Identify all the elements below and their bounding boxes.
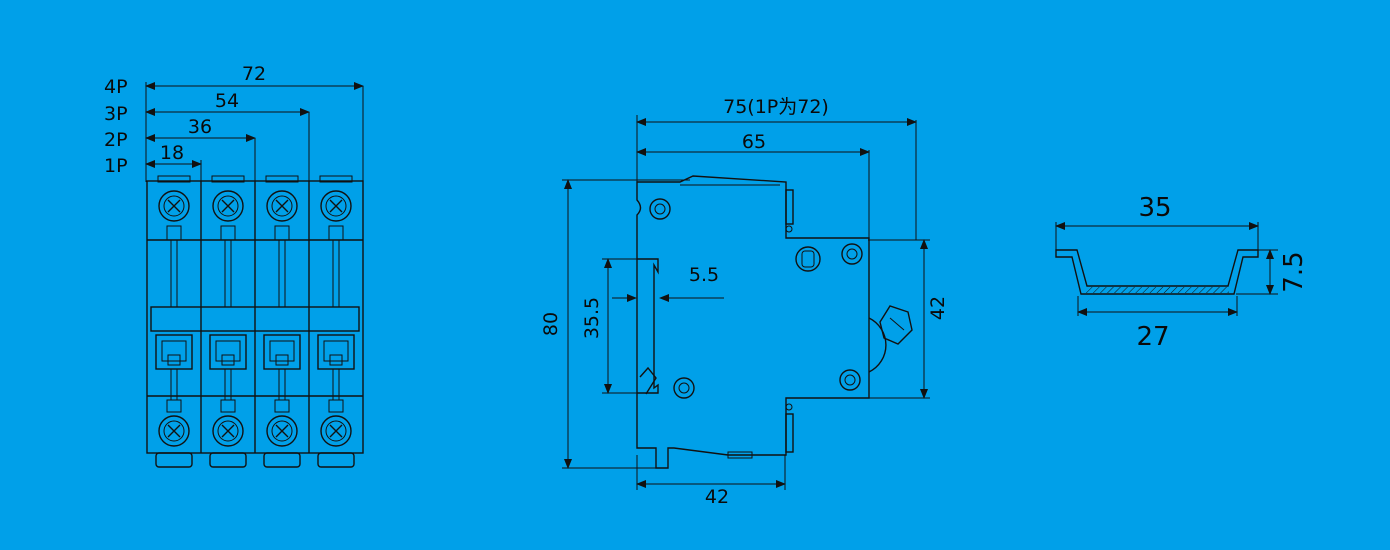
dim-value-5-5: 5.5 [689, 264, 719, 286]
rail-hatch [1086, 287, 1229, 293]
top-terminal-screw-inner [217, 195, 239, 217]
toggle-arc [868, 317, 887, 373]
bottom-terminal-cap [317, 452, 355, 468]
lever-window [155, 334, 193, 370]
dim-value-65: 65 [742, 131, 766, 153]
screw-hole-lower-right-inner [844, 374, 856, 386]
dim-value-18: 18 [160, 142, 184, 164]
bottom-terminal-screw [320, 415, 352, 447]
dim-value-42-bottom: 42 [705, 486, 729, 508]
lever-window [209, 334, 247, 370]
dim-value-rail-7-5: 7.5 [1279, 251, 1309, 292]
pole-label-3p: 3P [104, 103, 128, 125]
lever-window-slot [329, 354, 343, 366]
indicator-slot [801, 250, 815, 268]
top-screw-cross [329, 199, 343, 213]
pole-label-4p: 4P [104, 76, 128, 98]
clip-latch [639, 366, 657, 395]
pole-label-2p: 2P [104, 129, 128, 151]
upper-shaft-block [220, 225, 236, 241]
dim-value-72: 72 [242, 63, 266, 85]
top-terminal-cap [265, 175, 299, 183]
top-terminal-screw [266, 190, 298, 222]
bottom-terminal-screw [158, 415, 190, 447]
top-terminal-cap [211, 175, 245, 183]
top-terminal-screw-inner [163, 195, 185, 217]
bottom-terminal-screw [212, 415, 244, 447]
dim-value-42-right: 42 [927, 296, 949, 320]
dim-value-80: 80 [540, 312, 562, 336]
top-screw-cross [275, 199, 289, 213]
upper-shaft-block [274, 225, 290, 241]
small-pin-bottom [785, 403, 793, 411]
top-terminal-screw [158, 190, 190, 222]
bottom-terminal-cap [155, 452, 193, 468]
dim-value-36: 36 [188, 116, 212, 138]
bottom-screw-cross [221, 424, 235, 438]
bottom-terminal-screw-inner [271, 420, 293, 442]
screw-hole-upper-right [841, 243, 863, 265]
lower-shaft-block [220, 399, 236, 413]
screw-hole-upper-right-inner [846, 248, 858, 260]
screw-hole-upper-left-inner [654, 203, 666, 215]
front-view: 4P 3P 2P 1P 72 54 36 18 [104, 63, 364, 468]
top-terminal-screw-inner [271, 195, 293, 217]
small-pin-top [785, 225, 793, 233]
side-body-outline [636, 175, 870, 469]
side-tab-top [785, 189, 794, 225]
lever-window-slot [167, 354, 181, 366]
bottom-terminal-screw-inner [163, 420, 185, 442]
bottom-foot [727, 451, 753, 459]
din-rail-view: 35 27 7.5 [1055, 193, 1309, 352]
din-clip [637, 258, 659, 394]
top-screw-cross [221, 199, 235, 213]
lever-window-slot [275, 354, 289, 366]
lever-window-inner [269, 340, 295, 362]
bottom-terminal-cap [209, 452, 247, 468]
dim-value-rail-27: 27 [1136, 322, 1169, 352]
bottom-terminal-screw-inner [325, 420, 347, 442]
toggle-lever [879, 305, 913, 345]
dim-value-rail-35: 35 [1138, 193, 1171, 223]
lever-window-inner [215, 340, 241, 362]
dim-value-35-5: 35.5 [581, 297, 603, 339]
side-view: 75(1P为72) 65 80 35.5 5.5 42 42 [540, 96, 949, 508]
screw-hole-lower-left-inner [678, 382, 690, 394]
bottom-screw-cross [329, 424, 343, 438]
upper-shaft-block [166, 225, 182, 241]
lower-shaft-block [274, 399, 290, 413]
dim-value-54: 54 [215, 90, 239, 112]
upper-shaft-block [328, 225, 344, 241]
indicator-window [795, 246, 821, 272]
top-terminal-cap [157, 175, 191, 183]
lever-window-inner [323, 340, 349, 362]
dim-value-75: 75(1P为72) [723, 96, 829, 118]
top-terminal-screw [320, 190, 352, 222]
lever-window-slot [221, 354, 235, 366]
pole-label-1p: 1P [104, 155, 128, 177]
screw-hole-lower-right [839, 369, 861, 391]
screw-hole-lower-left [673, 377, 695, 399]
bottom-terminal-screw-inner [217, 420, 239, 442]
poles-group [155, 175, 355, 468]
lower-shaft-block [328, 399, 344, 413]
bottom-terminal-screw [266, 415, 298, 447]
top-terminal-cap [319, 175, 353, 183]
bottom-screw-cross [275, 424, 289, 438]
side-tab-bottom [785, 413, 794, 453]
lower-shaft-block [166, 399, 182, 413]
top-screw-cross [167, 199, 181, 213]
lever-window-inner [161, 340, 187, 362]
bottom-terminal-cap [263, 452, 301, 468]
lever-window [263, 334, 301, 370]
top-terminal-screw-inner [325, 195, 347, 217]
rail-profile [1055, 249, 1259, 295]
lever-window [317, 334, 355, 370]
bottom-screw-cross [167, 424, 181, 438]
top-terminal-screw [212, 190, 244, 222]
screw-hole-upper-left [649, 198, 671, 220]
toggle-lever-detail [889, 317, 905, 331]
